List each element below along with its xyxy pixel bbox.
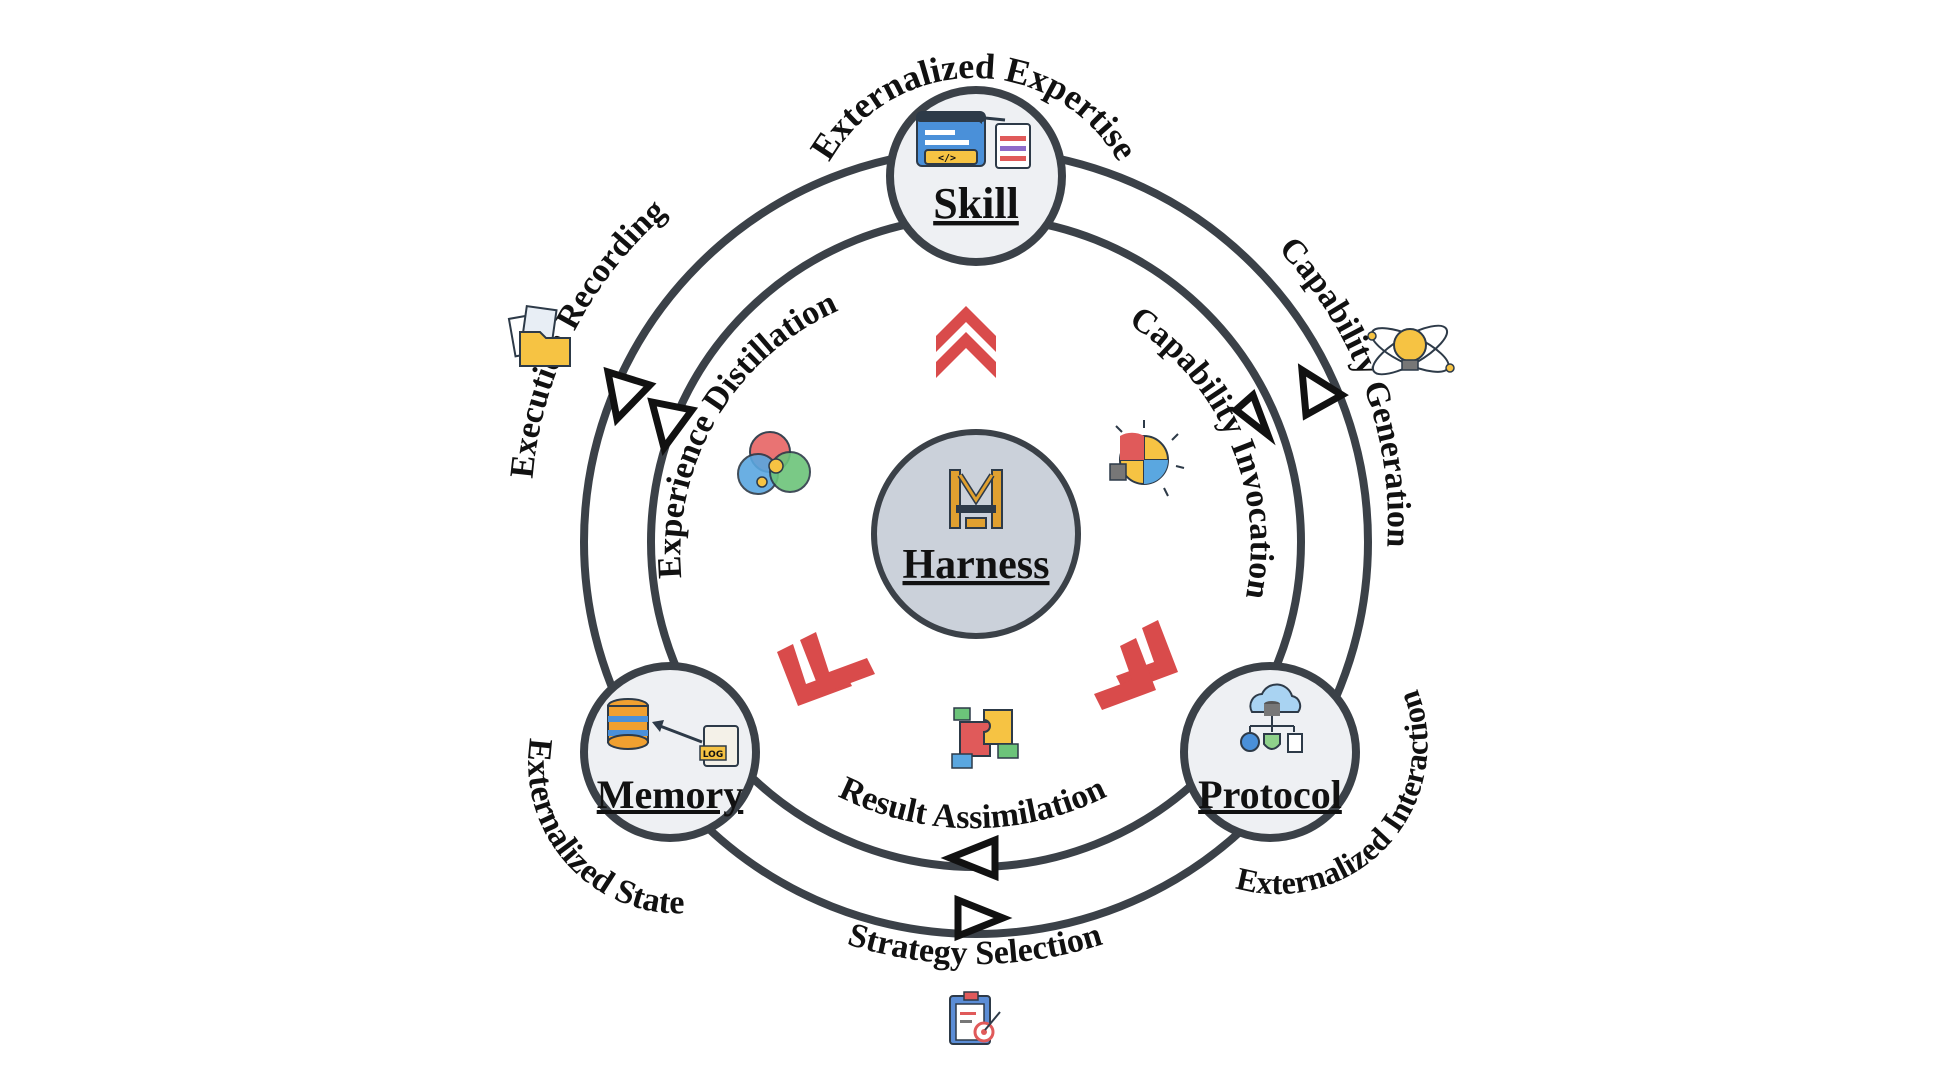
chevron-down-left-icon	[777, 632, 875, 706]
skills-code-icon: </>	[916, 111, 1031, 169]
puzzle-hands-icon	[951, 707, 1019, 769]
database-log-icon: LOG	[607, 698, 739, 767]
folder-documents-icon	[507, 304, 571, 367]
atom-bulb-icon	[1367, 324, 1455, 376]
memory-label: Memory	[597, 772, 744, 817]
venn-key-icon	[737, 431, 811, 495]
puzzle-bulb-icon	[1109, 420, 1185, 497]
capability-generation-arrow	[1297, 363, 1349, 421]
skill-label: Skill	[933, 179, 1019, 228]
result-assimilation-arrow	[940, 834, 999, 882]
harness-icon	[949, 469, 1003, 529]
protocol-node[interactable]: Protocol	[1180, 662, 1360, 842]
svg-text:</>: </>	[938, 153, 956, 164]
harness-label: Harness	[903, 542, 1050, 588]
skill-node[interactable]: </> Skill	[886, 86, 1066, 266]
capability-generation-label: Capability Generation	[1272, 230, 1417, 548]
chevron-down-right-icon	[1094, 620, 1178, 710]
experience-distillation-arrow	[647, 397, 699, 456]
protocol-label: Protocol	[1198, 772, 1342, 817]
chevron-up-icon	[936, 306, 996, 378]
harness-node[interactable]: Harness	[871, 429, 1081, 639]
cloud-network-icon	[1240, 683, 1303, 753]
strategy-selection-arrow	[954, 894, 1013, 942]
svg-text:LOG: LOG	[703, 750, 723, 760]
memory-node[interactable]: LOG Memory	[580, 662, 760, 842]
clipboard-target-icon	[949, 991, 1001, 1045]
capability-invocation-arrow	[1230, 389, 1276, 446]
result-assimilation-label: Result Assimilation	[834, 770, 1112, 836]
execution-recording-arrow	[603, 366, 657, 427]
